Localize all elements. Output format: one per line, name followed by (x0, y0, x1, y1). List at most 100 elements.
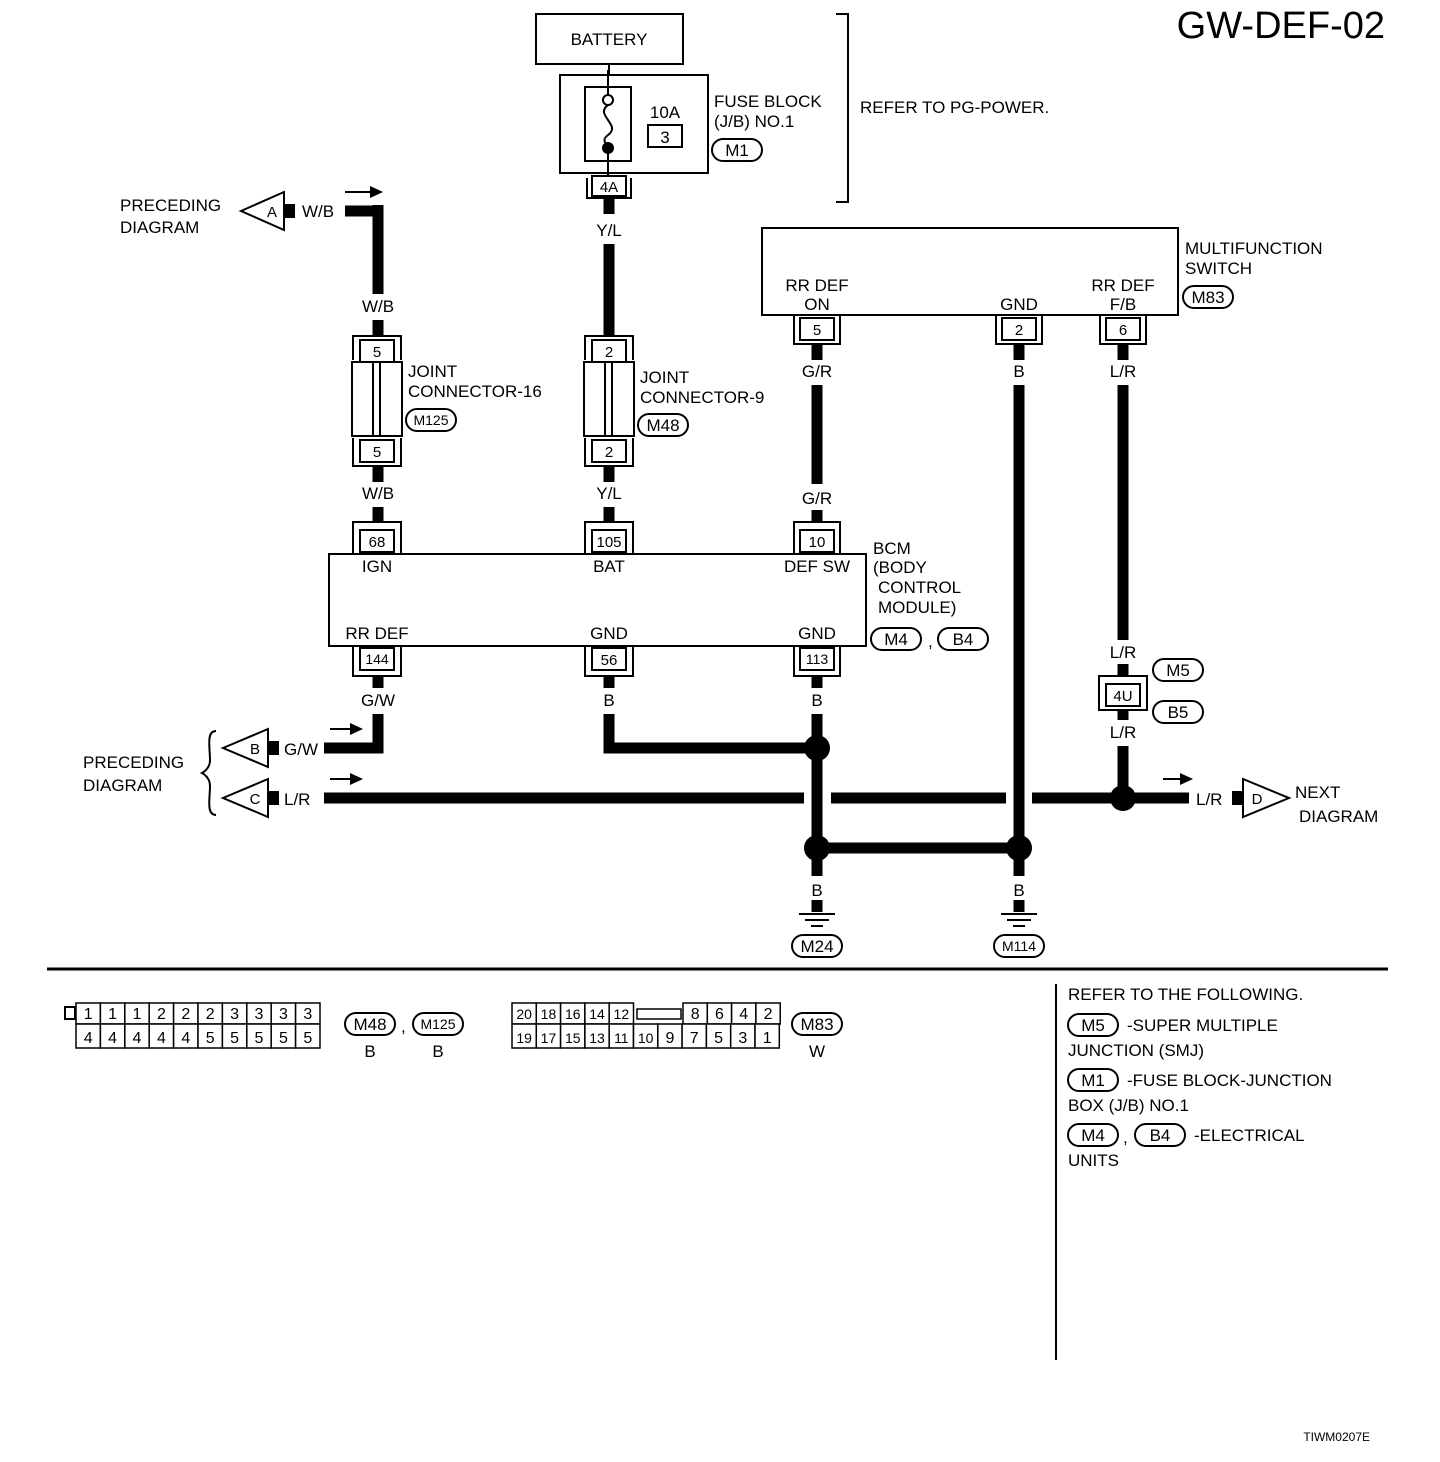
mfs-cavity-bottom-cell (584, 1023, 610, 1049)
joint-cavity-bottom-cell (294, 1023, 321, 1049)
connector-b-id: B (250, 741, 260, 758)
wire-color-gr-1: G/R (802, 362, 832, 381)
joint9-label: JOINT (640, 368, 689, 387)
mfs-cavity-top: 8 (691, 1006, 700, 1023)
mfs-cavity-bottom-cell (705, 1023, 732, 1049)
connector-b-triangle (220, 727, 269, 769)
joint-cavity-top: 3 (230, 1006, 239, 1023)
joint-cavity-bottom-cell (99, 1023, 126, 1049)
mfs-cavity-bottom-cell (535, 1023, 562, 1049)
wire-color-lr-3: L/R (1110, 723, 1136, 742)
refer-pg-power: REFER TO PG-POWER. (860, 98, 1049, 117)
mfs-cavity-bottom-cell (729, 1023, 756, 1049)
bcm-sep: , (928, 632, 933, 651)
joint-cavity-bottom: 5 (255, 1030, 264, 1047)
preceding-diagram-bc-label: PRECEDING (83, 753, 184, 772)
mfs-cavity-bottom-cell (511, 1023, 538, 1049)
preceding-diagram-bc-label-2: DIAGRAM (83, 776, 162, 795)
ground-m24: M24 (791, 913, 843, 958)
mfs-cavity-bottom-cell (681, 1023, 708, 1049)
mfs-cavity-bottom-cell (754, 1023, 781, 1049)
wire-color-b-56: B (603, 691, 614, 710)
wire-color-b-g2: B (1013, 881, 1024, 900)
refer-item3-conn1: M4 (1081, 1126, 1105, 1145)
mfs-cavity-top: 14 (589, 1006, 605, 1022)
battery-box (535, 13, 684, 65)
wire-gw (324, 714, 384, 754)
joint-cavity-top: 1 (133, 1006, 142, 1023)
smj-connector: 4U M5 B5 (1098, 658, 1204, 724)
refer-following-title: REFER TO THE FOLLOWING. (1068, 985, 1303, 1004)
joint-cavity-bottom-cell (148, 1023, 175, 1049)
mfs-cavity-bottom-cell (608, 1023, 635, 1049)
mfs-key (636, 1008, 682, 1020)
joint9-pin-bottom: 2 (605, 444, 613, 461)
bcm-gnd-2: GND (798, 624, 836, 643)
refer-item2-line2: BOX (J/B) NO.1 (1068, 1096, 1189, 1115)
mfs-rr-def-fb: RR DEF (1091, 276, 1154, 295)
mfs-rr-def-on-2: ON (804, 295, 830, 314)
bcm-def-sw: DEF SW (784, 557, 850, 576)
joint-cavity-bottom: 5 (303, 1030, 312, 1047)
refer-item3-sep: , (1123, 1128, 1128, 1147)
wire-b-gnd56 (603, 714, 817, 754)
mfs-cavity-bottom: 1 (763, 1030, 772, 1047)
joint-cavity-bottom-cell (197, 1023, 224, 1049)
joint16-label-2: CONNECTOR-16 (408, 382, 542, 401)
mfs-rr-def-fb-2: F/B (1110, 295, 1136, 314)
bcm-ign: IGN (362, 557, 392, 576)
mfs-cavity-top: 16 (565, 1006, 581, 1022)
refer-item3-conn2: B4 (1150, 1126, 1171, 1145)
bcm-rr-def: RR DEF (345, 624, 408, 643)
joint-cavity-top: 2 (157, 1006, 166, 1023)
wire-color-gw: G/W (361, 691, 395, 710)
mfs-cavity-bottom: 11 (614, 1030, 629, 1046)
cv-joint-color-2: B (432, 1042, 443, 1061)
mfs-cavity-bottom-cell (632, 1023, 659, 1049)
joint-cavity-bottom-cell (221, 1023, 248, 1049)
cv-joint-id-2: M125 (420, 1016, 455, 1032)
refer-item2-line1: -FUSE BLOCK-JUNCTION (1127, 1071, 1332, 1090)
connector-c-id: C (250, 791, 261, 808)
mfs-cavity-top: 20 (516, 1006, 532, 1022)
refer-item2-conn: M1 (1081, 1071, 1105, 1090)
bcm-label: BCM (873, 539, 911, 558)
connector-a-triangle (238, 190, 285, 232)
joint-cavity-bottom: 4 (157, 1030, 166, 1047)
bcm-connector-id-2: B4 (953, 630, 974, 649)
joint-cavity-bottom-cell (75, 1023, 102, 1049)
refer-following-panel: REFER TO THE FOLLOWING. M5 -SUPER MULTIP… (1067, 985, 1332, 1170)
joint16-pin-top: 5 (373, 344, 381, 361)
mfs-cavity-bottom-cell (657, 1023, 683, 1049)
mfs-gnd: GND (1000, 295, 1038, 314)
joint16-connector-id: M125 (413, 412, 448, 428)
bcm-label-4: MODULE) (878, 598, 956, 617)
fuse-rating: 10A (650, 103, 681, 122)
wire-color-lr-2: L/R (1110, 643, 1136, 662)
preceding-diagram-a-label-2: DIAGRAM (120, 218, 199, 237)
joint-cavity-top: 2 (206, 1006, 215, 1023)
joint-connector-16: 5 5 JOINT CONNECTOR-16 M125 (351, 335, 542, 467)
fuse-block-label: FUSE BLOCK (714, 92, 822, 111)
refer-item1-conn: M5 (1081, 1016, 1105, 1035)
next-diagram-label: NEXT (1295, 783, 1340, 802)
mfs-cavity-bottom: 9 (665, 1030, 674, 1047)
mfs-pin-gnd: 2 (1015, 322, 1023, 339)
mfs-cavity-bottom: 3 (738, 1030, 747, 1047)
mfs-cavity-bottom: 15 (565, 1030, 581, 1046)
mfs-cavity-top: 18 (541, 1006, 557, 1022)
connector-a-id: A (267, 204, 277, 221)
fuse-number: 3 (660, 128, 669, 147)
splice-lr (1110, 785, 1136, 811)
bcm-pin-gnd2: 113 (806, 651, 829, 667)
image-code: TIWM0207E (1303, 1430, 1370, 1444)
mfs-label-2: SWITCH (1185, 259, 1252, 278)
joint-cavity-bottom: 5 (230, 1030, 239, 1047)
joint-cavity-bottom-cell (124, 1023, 150, 1049)
mfs-label: MULTIFUNCTION (1185, 239, 1323, 258)
bcm-pin-bat: 105 (596, 534, 621, 551)
refer-bracket (836, 13, 849, 203)
mfs-cavity-bottom: 19 (516, 1030, 532, 1046)
wire-color-b-g1: B (811, 881, 822, 900)
